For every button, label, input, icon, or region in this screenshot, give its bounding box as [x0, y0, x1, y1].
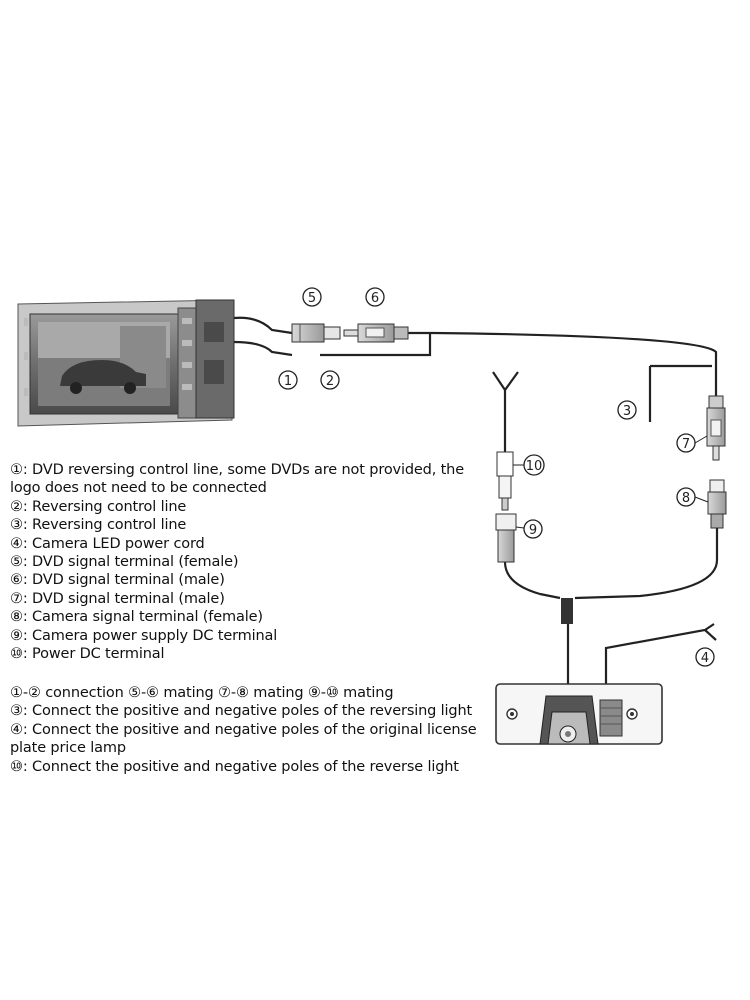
dvd-head-unit — [17, 299, 235, 427]
callout-1: 1 — [278, 370, 298, 390]
license-plate-camera — [495, 683, 663, 745]
note-item: ⑩: Connect the positive and negative pol… — [10, 758, 459, 775]
legend-item: ②: Reversing control line — [10, 498, 187, 515]
svg-text:4: 4 — [701, 651, 709, 666]
legend-item: ⑥: DVD signal terminal (male) — [10, 572, 225, 589]
connector-6-male — [343, 323, 409, 343]
callout-7: 7 — [676, 433, 708, 453]
callout-5: 5 — [302, 287, 322, 307]
svg-text:2: 2 — [326, 374, 334, 389]
legend-item: ④: Camera LED power cord — [10, 535, 205, 552]
svg-text:10: 10 — [526, 459, 543, 474]
svg-text:6: 6 — [371, 291, 379, 306]
callout-9: 9 — [515, 519, 543, 539]
callout-8: 8 — [676, 487, 709, 507]
legend-item: ⑦: DVD signal terminal (male) — [10, 590, 225, 607]
callout-3: 3 — [617, 400, 637, 420]
connector-5-female — [291, 323, 341, 343]
legend-item: ⑨: Camera power supply DC terminal — [10, 627, 278, 644]
callout-10: 10 — [513, 454, 545, 476]
legend-item: ③: Reversing control line — [10, 517, 187, 534]
svg-text:3: 3 — [623, 404, 631, 419]
svg-text:9: 9 — [529, 523, 537, 538]
camera-power-wires — [492, 371, 719, 690]
svg-text:1: 1 — [284, 374, 292, 389]
legend-item: ⑩: Power DC terminal — [10, 646, 165, 663]
legend-item: ⑤: DVD signal terminal (female) — [10, 554, 239, 571]
connector-10-power-dc — [496, 451, 514, 511]
connector-8-female — [707, 479, 727, 529]
note-item: ④: Connect the positive and negative pol… — [10, 721, 477, 757]
component-legend: ①: DVD reversing control line, some DVDs… — [10, 461, 480, 663]
connector-7-male — [706, 395, 726, 461]
legend-item: ⑧: Camera signal terminal (female) — [10, 609, 263, 626]
callout-4: 4 — [695, 647, 715, 667]
note-item: ③: Connect the positive and negative pol… — [10, 703, 473, 720]
callout-2: 2 — [320, 370, 340, 390]
svg-text:5: 5 — [308, 291, 316, 306]
connector-9-camera-dc — [495, 513, 517, 563]
reversing-control-line-3 — [648, 364, 712, 422]
connection-notes: ①-② connection ⑤-⑥ mating ⑦-⑧ mating ⑨-⑩… — [10, 684, 480, 776]
wire-junction — [561, 598, 573, 624]
dvd-wires — [233, 316, 718, 396]
svg-text:7: 7 — [682, 437, 690, 452]
svg-text:8: 8 — [682, 491, 690, 506]
note-item: ①-② connection ⑤-⑥ mating ⑦-⑧ mating ⑨-⑩… — [10, 685, 394, 701]
callout-6: 6 — [365, 287, 385, 307]
legend-item: ①: DVD reversing control line, some DVDs… — [10, 462, 464, 497]
